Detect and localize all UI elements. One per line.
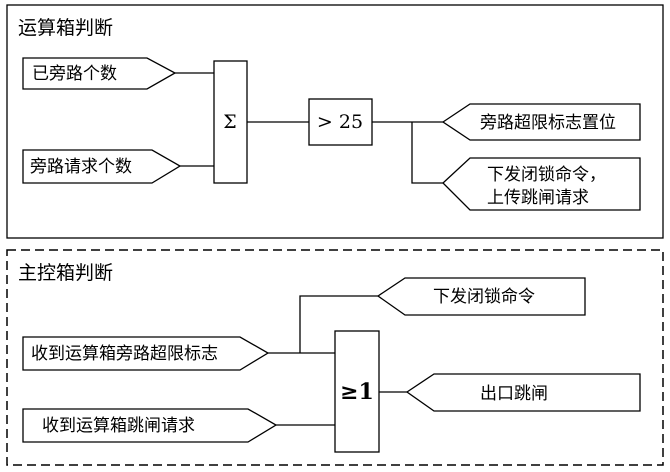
svg-text:下发闭锁命令，: 下发闭锁命令，: [487, 165, 606, 185]
top-output-bypass-flag: 旁路超限标志置位: [441, 103, 641, 141]
bottom-section-title: 主控箱判断: [18, 262, 113, 284]
top-section-title: 运算箱判断: [18, 17, 113, 39]
top-line-to-output2: [411, 122, 443, 184]
svg-text:收到运算箱跳闸请求: 收到运算箱跳闸请求: [42, 416, 195, 436]
bottom-output-lock-command: 下发闭锁命令: [376, 277, 586, 316]
svg-text:已旁路个数: 已旁路个数: [32, 64, 117, 84]
top-section-frame: [6, 4, 664, 239]
or-gate-block: ≥1: [334, 330, 380, 453]
sum-block: Σ: [213, 60, 248, 184]
svg-text:旁路超限标志置位: 旁路超限标志置位: [480, 113, 616, 133]
bottom-input-trip-request: 收到运算箱跳闸请求: [22, 408, 278, 443]
svg-text:收到运算箱旁路超限标志: 收到运算箱旁路超限标志: [31, 344, 218, 364]
bottom-output-exit-trip: 出口跳闸: [405, 373, 641, 412]
compare-block: > 25: [308, 98, 373, 146]
svg-text:旁路请求个数: 旁路请求个数: [30, 157, 132, 177]
bottom-section-frame: [6, 249, 664, 466]
top-input-bypass-requests: 旁路请求个数: [22, 149, 182, 184]
svg-text:上传跳闸请求: 上传跳闸请求: [487, 188, 589, 208]
sum-symbol: Σ: [223, 111, 236, 133]
top-output-lock-trip: 下发闭锁命令， 上传跳闸请求: [442, 157, 641, 211]
top-input-already-bypassed: 已旁路个数: [22, 57, 177, 90]
or-gate-label: ≥1: [340, 379, 374, 405]
compare-label: > 25: [317, 111, 363, 133]
svg-text:下发闭锁命令: 下发闭锁命令: [433, 287, 535, 307]
bottom-line-to-lock: [299, 295, 378, 353]
svg-text:出口跳闸: 出口跳闸: [480, 384, 548, 404]
bottom-input-overlimit-flag: 收到运算箱旁路超限标志: [22, 336, 270, 371]
